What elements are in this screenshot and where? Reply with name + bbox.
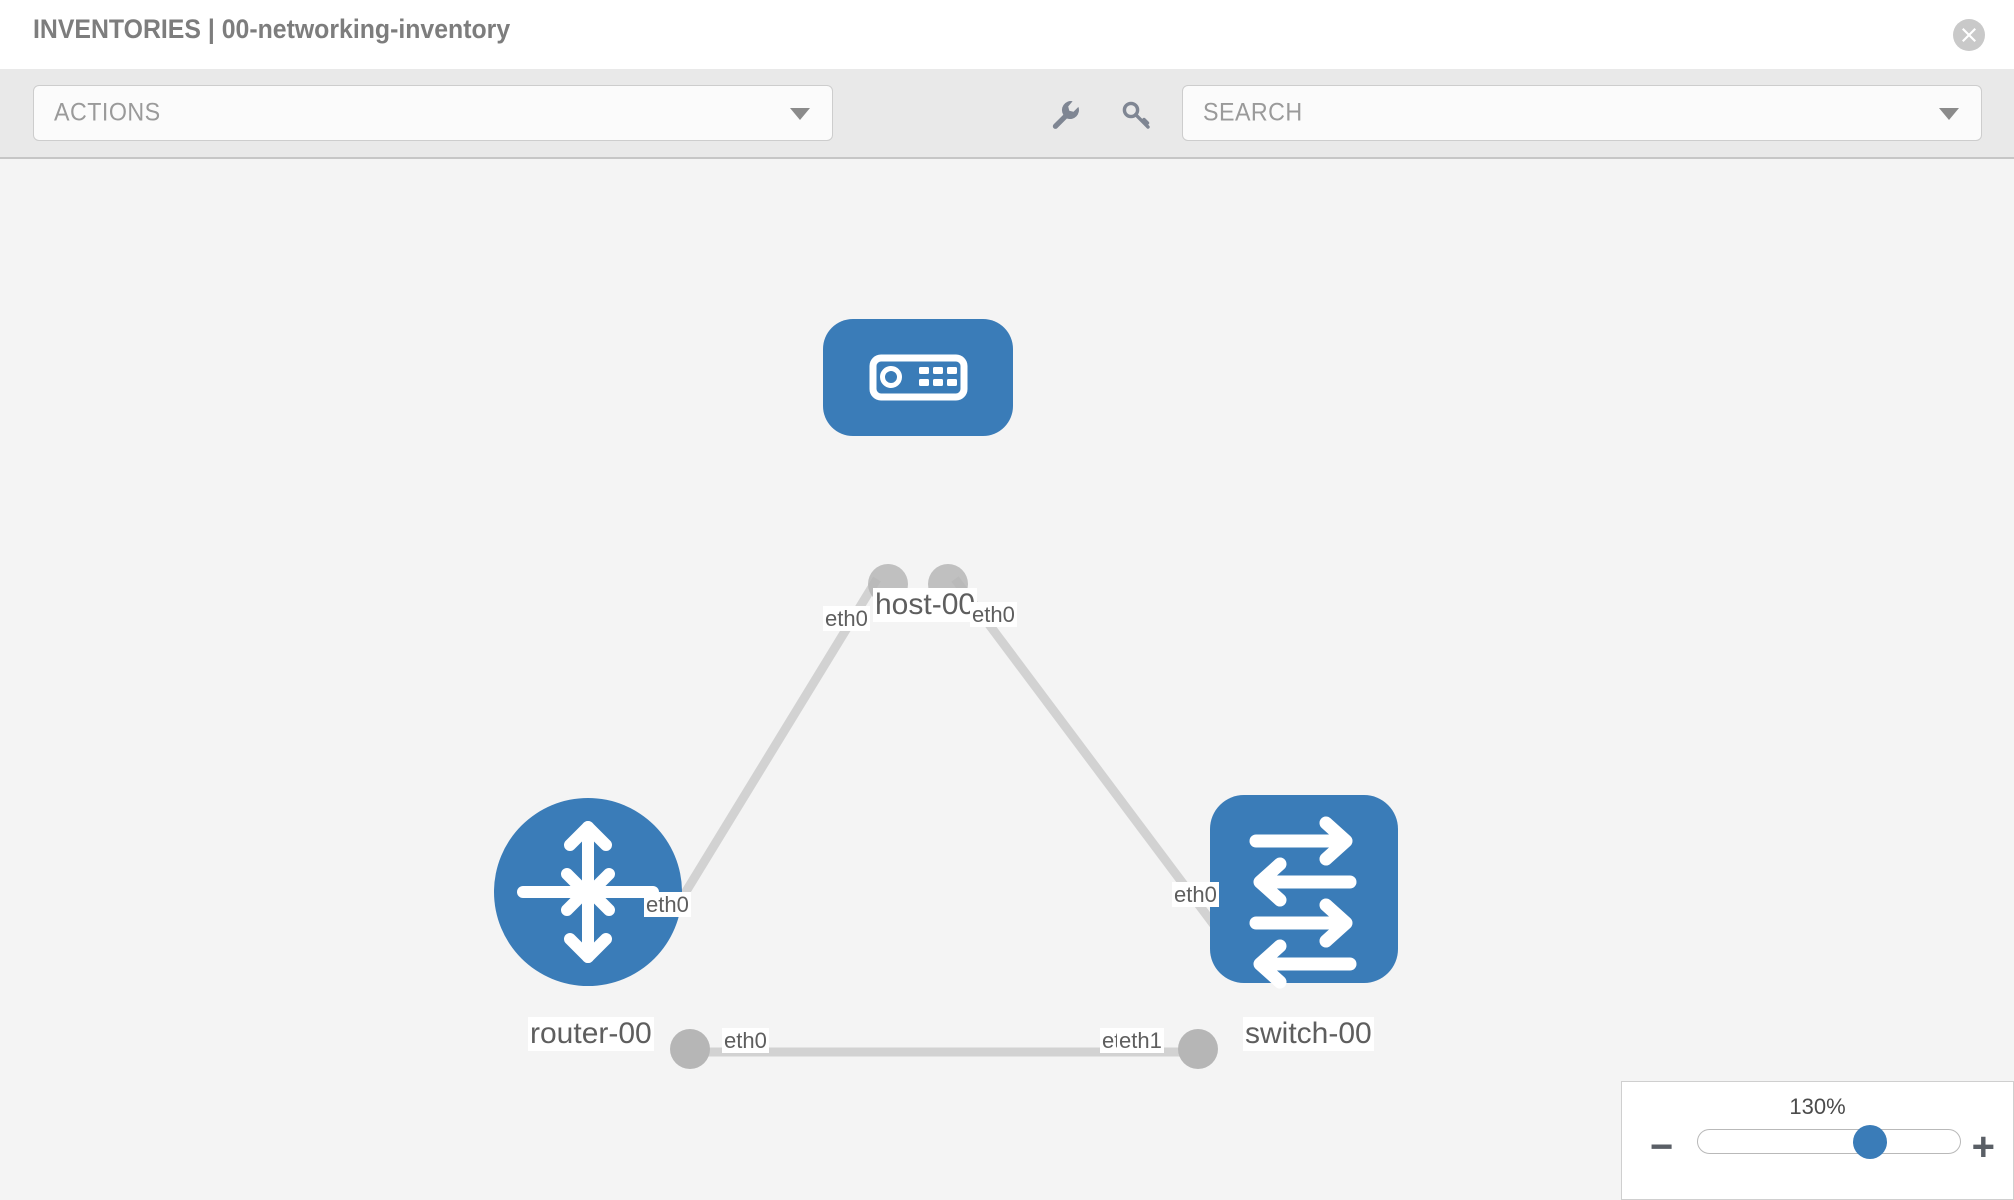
topology-canvas[interactable]: host-00 router-00 switch-00 eth0 eth0 et… <box>0 159 2014 1200</box>
chevron-down-icon <box>1939 108 1959 120</box>
interface-label-switch-00-left: eth1 <box>1117 1028 1164 1054</box>
node-host-00[interactable] <box>823 319 1013 436</box>
wrench-glyph <box>1052 101 1079 129</box>
actions-dropdown-label: ACTIONS <box>54 98 161 127</box>
actions-dropdown[interactable]: ACTIONS <box>33 85 833 141</box>
node-label-switch-00: switch-00 <box>1243 1017 1374 1051</box>
router-arrows-icon <box>517 821 659 963</box>
switch-arrows-icon <box>1249 816 1357 989</box>
search-placeholder: SEARCH <box>1203 98 1303 127</box>
node-router-00[interactable] <box>494 798 682 986</box>
interface-label-switch-00-up: eth0 <box>1172 882 1219 908</box>
wrench-icon[interactable] <box>1048 97 1084 133</box>
zoom-slider-thumb[interactable] <box>1852 1125 1887 1159</box>
page-header: INVENTORIES | 00-networking-inventory <box>0 0 2014 69</box>
edge-host-router[interactable] <box>656 576 881 937</box>
interface-label-host-00-right: eth0 <box>970 602 1017 628</box>
server-icon <box>869 354 968 401</box>
plus-icon[interactable]: + <box>1971 1125 1995 1169</box>
zoom-level-value: 130% <box>1789 1094 1846 1119</box>
interface-label-host-00-left: eth0 <box>823 606 870 632</box>
node-label-host-00: host-00 <box>873 588 978 622</box>
key-icon[interactable] <box>1118 97 1154 133</box>
page-title: INVENTORIES | 00-networking-inventory <box>33 14 511 44</box>
toolbar: ACTIONS SEARCH <box>0 69 2014 159</box>
topology-edges <box>656 576 1236 1057</box>
connector-router-right <box>670 1029 710 1069</box>
search-input[interactable]: SEARCH <box>1182 85 1982 141</box>
topology-connectors <box>670 564 1255 1069</box>
minus-icon[interactable]: − <box>1650 1125 1674 1169</box>
close-icon[interactable] <box>1953 19 1985 51</box>
interface-label-router-00-up: eth0 <box>644 892 691 918</box>
node-label-router-00: router-00 <box>528 1017 654 1051</box>
zoom-slider[interactable] <box>1697 1125 1961 1159</box>
topology-graph <box>494 319 1398 1069</box>
close-glyph <box>1962 28 1976 42</box>
node-switch-00[interactable] <box>1210 795 1398 989</box>
interface-label-router-00-right: eth0 <box>722 1028 769 1054</box>
chevron-down-icon <box>790 108 810 120</box>
key-glyph <box>1122 101 1150 129</box>
zoom-control-panel: 130% − + <box>1621 1081 2014 1200</box>
connector-switch-left <box>1178 1029 1218 1069</box>
